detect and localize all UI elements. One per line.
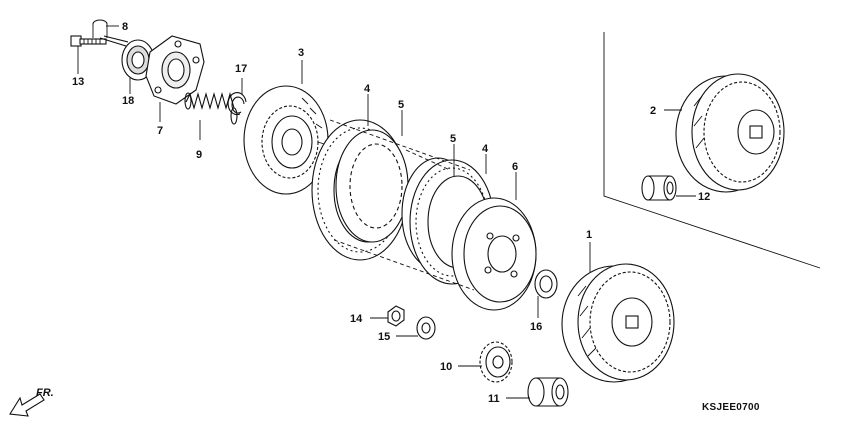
callout-1: 1 (586, 229, 592, 241)
callout-4-upper: 4 (364, 83, 371, 95)
front-direction-arrow: FR. (9, 387, 54, 417)
front-indicator-label: FR. (36, 387, 54, 399)
inset-frame (603, 32, 821, 269)
callout-16: 16 (530, 321, 542, 333)
callout-8: 8 (122, 21, 128, 33)
callout-5-lower: 5 (450, 133, 456, 145)
callout-12: 12 (698, 191, 710, 203)
callout-7: 7 (157, 125, 163, 137)
part-8-pin[interactable] (92, 19, 129, 47)
callout-13: 13 (72, 76, 84, 88)
part-12-collar[interactable] (641, 175, 677, 201)
part-5-clutch-plate-a[interactable] (335, 129, 409, 243)
callout-9: 9 (196, 149, 202, 161)
part-6-pressure-plate[interactable] (451, 197, 537, 311)
part-16-washer[interactable] (534, 269, 558, 299)
callout-17: 17 (235, 63, 247, 75)
callout-15: 15 (378, 331, 390, 343)
part-18-bearing[interactable] (121, 39, 155, 81)
callout-labels: 8 13 18 7 9 17 3 4 5 5 4 6 1 2 12 14 15 … (72, 21, 710, 405)
callout-4-lower: 4 (482, 143, 489, 155)
part-7-lifter-plate[interactable] (145, 35, 205, 105)
callout-18: 18 (122, 95, 134, 107)
part-1-clutch-outer[interactable] (561, 263, 675, 383)
callout-2: 2 (650, 105, 656, 117)
part-11-collar[interactable] (527, 377, 569, 407)
diagram-code: KSJEE0700 (702, 402, 760, 413)
callout-11: 11 (488, 393, 500, 405)
part-15-washer[interactable] (416, 316, 436, 340)
part-17-circlip[interactable] (227, 92, 247, 116)
callout-14: 14 (350, 313, 363, 325)
leader-lines (77, 25, 696, 399)
assembly-centerlines (329, 119, 475, 291)
part-14-nut[interactable] (387, 305, 405, 327)
part-9-spring[interactable] (184, 91, 238, 125)
part-13-bolt[interactable] (70, 35, 107, 47)
callout-10: 10 (440, 361, 452, 373)
callout-5-upper: 5 (398, 99, 404, 111)
callout-3: 3 (298, 47, 304, 59)
part-10-drive-gear[interactable] (479, 341, 513, 383)
part-2-clutch-outer-alt[interactable] (675, 73, 785, 193)
callout-6: 6 (512, 161, 518, 173)
